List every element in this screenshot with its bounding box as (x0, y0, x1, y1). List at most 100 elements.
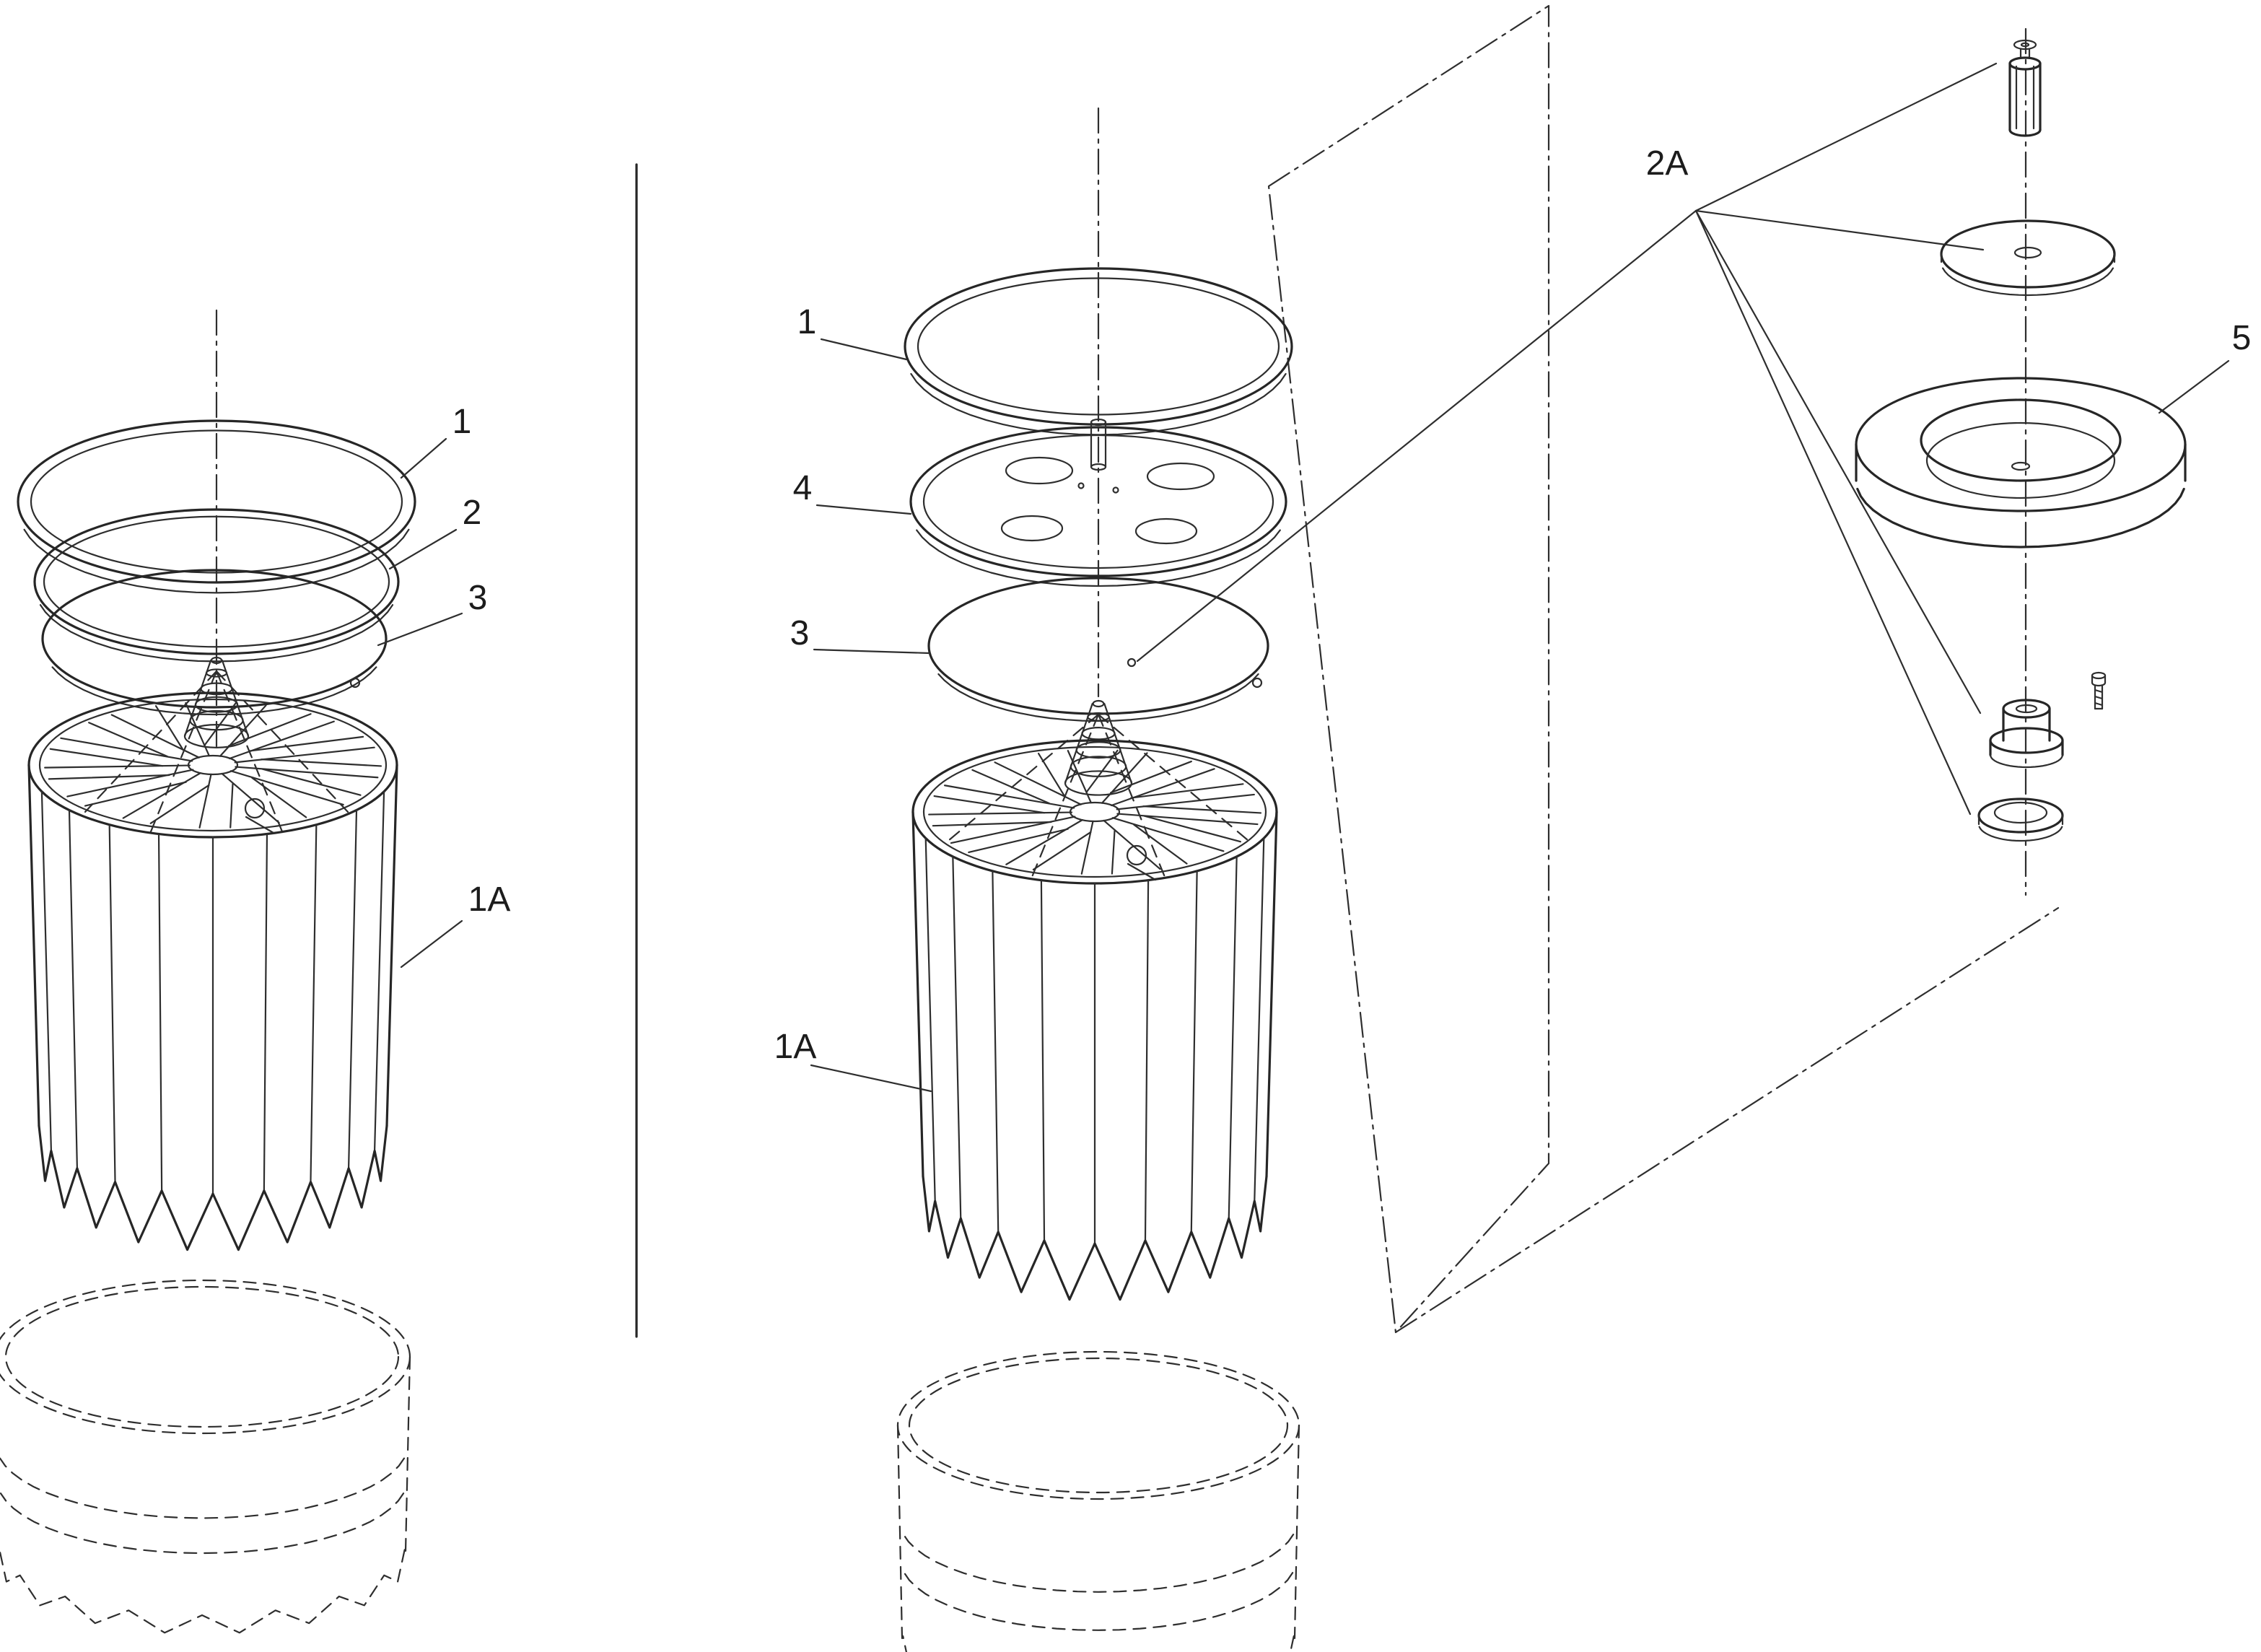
mid-cover-plate-part (1077, 482, 1085, 489)
mid-tank-outline-part (896, 1424, 904, 1640)
mid-cover-plate-part (1146, 462, 1215, 491)
mid-spring-cone-part (1064, 702, 1093, 785)
mid-spring-cone-part (1103, 702, 1133, 785)
mid-filter-element-part (1254, 837, 1265, 1202)
mid-filter-element-part (1069, 801, 1121, 823)
left-retaining-ring-part (23, 528, 410, 594)
callout-mid-seal: 3 (790, 614, 810, 652)
left-filter-element-part (221, 772, 280, 824)
mid-filter-element-part (1190, 870, 1198, 1233)
mid-tank-outline (896, 1350, 1300, 1652)
spacer-bushing (1989, 699, 2064, 769)
left-filter-element-part (347, 809, 358, 1169)
left-filter-element-part (49, 748, 164, 767)
foam-filter-ring-part (1925, 421, 2116, 499)
callout-kit: 2A (1646, 144, 1689, 183)
mid-filter-element-part (1110, 768, 1215, 807)
left-filter-element-part (187, 754, 239, 776)
flat-washer-part (1940, 219, 2116, 289)
left-tank-outline-part (0, 1457, 406, 1519)
mid-spring-cone-part (1081, 727, 1116, 740)
mid-filter-element-part (1127, 862, 1157, 881)
left-tank-outline-part (0, 1549, 406, 1634)
mid-filter-element-part (1142, 805, 1262, 814)
left-tank-outline (0, 1279, 411, 1634)
mid-cover-plate-part (1090, 463, 1107, 471)
left-filter-element-part (44, 764, 191, 769)
left-filter-element-part (198, 773, 212, 829)
mid-filter-element-part (992, 870, 1000, 1233)
left-seal-disc-part (349, 677, 361, 689)
left-filter-element-part (219, 704, 267, 757)
left-filter-element-part (38, 698, 388, 832)
projection-panel-outline-part (1267, 4, 1550, 1334)
mid-seal-disc-part (1127, 657, 1137, 668)
foam-filter-ring-part (1920, 398, 2122, 482)
mid-spring-cone-part (1092, 699, 1105, 708)
mid-tank-outline-part (1293, 1424, 1300, 1640)
stud-bolt-part (2013, 39, 2037, 51)
left-gasket-ring (33, 508, 400, 663)
left-filter-element-part (110, 714, 200, 759)
mid-tank-outline-part (903, 1572, 1294, 1631)
left-filter-element-part (84, 781, 187, 807)
leader-left-gasket (388, 528, 458, 570)
mid-filter-element-part (1109, 760, 1192, 794)
left-spring-cone-part (183, 659, 212, 738)
mid-filter-element-part (1005, 818, 1084, 865)
kit-leader-fan-part (1694, 209, 1985, 251)
left-filter-element (27, 691, 398, 1251)
mid-filter-element (911, 739, 1278, 1301)
small-screw-part (2094, 702, 2104, 707)
left-filter-element-part (27, 764, 40, 1127)
left-retaining-ring-part (17, 419, 416, 584)
mid-filter-element-part (922, 1175, 1268, 1301)
mid-filter-element-part (933, 795, 1046, 814)
left-filter-element-part (154, 705, 183, 750)
small-screw (2091, 671, 2107, 710)
stud-bolt (2008, 39, 2042, 137)
mid-cover-plate-part (1005, 456, 1074, 485)
kit-leader-fan-part (1694, 62, 1998, 212)
retainer-nut-part (1978, 826, 2063, 842)
left-filter-element-part (60, 737, 193, 762)
left-tank-outline-part (0, 1493, 405, 1555)
left-filter-element-part (251, 777, 307, 818)
left-filter-element-part (40, 790, 53, 1152)
left-filter-element-part (38, 1124, 388, 1251)
left-filter-element-part (373, 790, 385, 1152)
mid-filter-element-part (1144, 879, 1150, 1241)
left-filter-element-part (248, 735, 364, 752)
mid-filter-element-part (1133, 823, 1188, 865)
mid-filter-element-part (1116, 793, 1255, 810)
left-filter-element-part (88, 722, 168, 758)
mid-filter-element-part (994, 761, 1082, 805)
mid-cover-plate-part (1000, 515, 1064, 542)
kit-leader-fan-part (1136, 209, 1697, 663)
retainer-nut (1977, 797, 2064, 842)
mid-filter-element-part (1040, 879, 1046, 1241)
mid-filter-element-part (1111, 817, 1225, 852)
leader-mid-filter (810, 1064, 932, 1093)
mid-filter-element-part (1080, 820, 1094, 875)
left-filter-element-part (149, 784, 210, 824)
foam-filter-ring-part (1855, 377, 2187, 512)
mid-filter-element-part (1126, 844, 1147, 866)
left-filter-element-part (244, 797, 266, 819)
mid-filter-element-part (971, 769, 1050, 805)
left-retaining-ring (17, 419, 416, 594)
leader-left-seal (377, 612, 463, 647)
left-filter-element-part (261, 759, 382, 767)
mid-filter-element-part (1032, 831, 1092, 870)
left-gasket-ring-part (33, 508, 400, 655)
mid-filter-element-part (1037, 752, 1065, 797)
mid-seal-disc-part (1251, 677, 1263, 689)
left-filter-element-part (66, 769, 194, 797)
left-filter-element-part (261, 768, 362, 796)
mid-filter-element-part (968, 828, 1069, 854)
mid-tank-outline-part (902, 1635, 1295, 1652)
left-filter-element-part (234, 746, 375, 764)
mid-spring-cone-part (1064, 770, 1133, 796)
